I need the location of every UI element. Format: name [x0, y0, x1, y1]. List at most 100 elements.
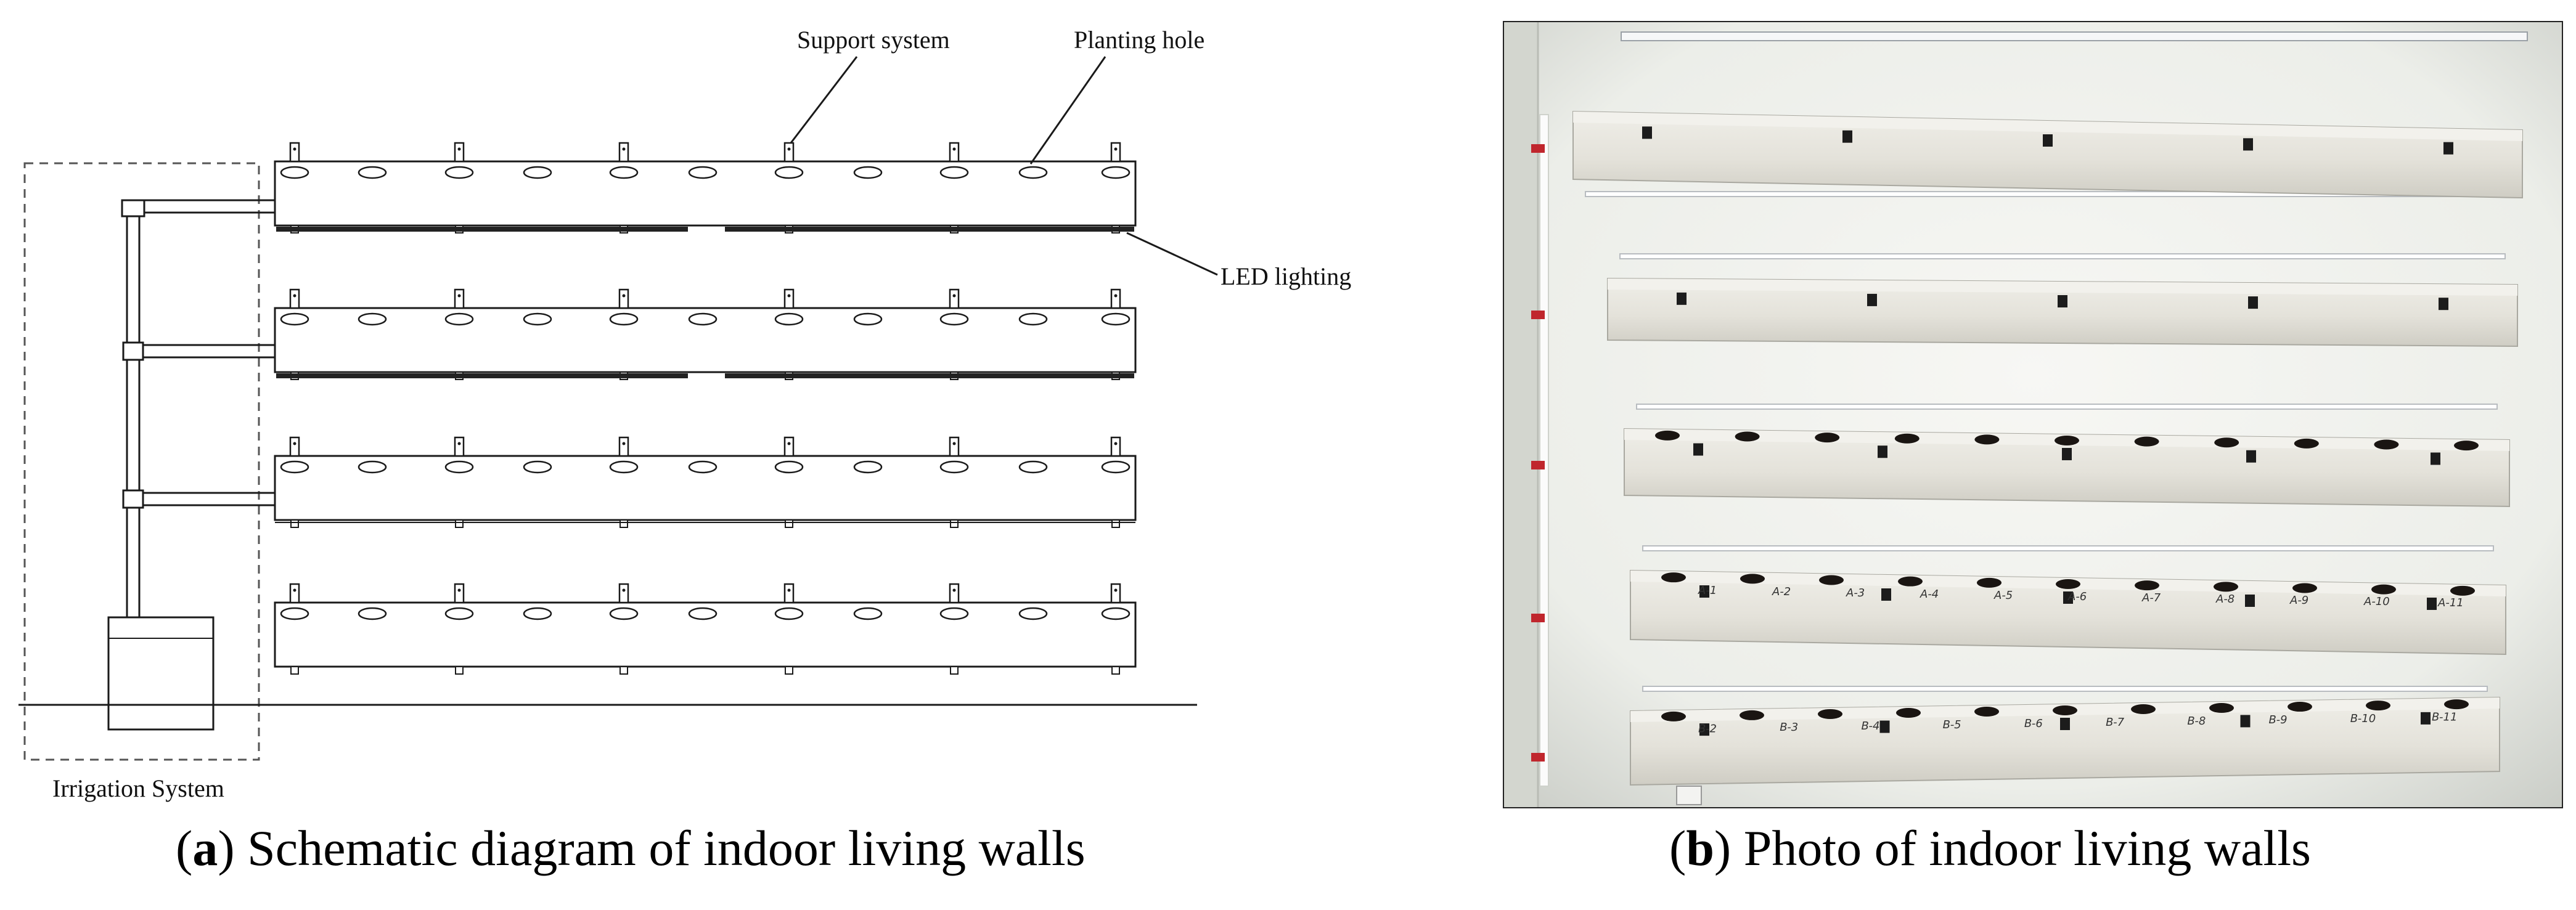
planting-hole	[1018, 607, 1048, 620]
planting-hole	[1815, 433, 1840, 443]
bracket-bolt	[952, 442, 956, 445]
caption-a-text: Schematic diagram of indoor living walls	[234, 820, 1086, 876]
valve-3	[1531, 461, 1545, 469]
planting-hole	[280, 312, 309, 326]
tag-label: B-7	[2106, 716, 2125, 729]
bracket-bolt	[457, 294, 461, 298]
support-bracket-bottom	[619, 666, 628, 675]
support-bracket-bottom	[290, 666, 299, 675]
bracket-bolt	[293, 588, 296, 592]
planting-hole	[939, 312, 969, 326]
caption-b: (b) Photo of indoor living walls	[1669, 820, 2311, 876]
bracket-bolt	[293, 442, 296, 445]
support-bracket	[289, 142, 300, 163]
support-bracket	[949, 288, 960, 309]
photo-trough-3	[1624, 404, 2510, 508]
label-irrigation-system: Irrigation System	[52, 774, 224, 802]
planting-hole	[358, 166, 387, 179]
support-bracket	[289, 583, 300, 604]
support-bracket	[618, 288, 629, 309]
planting-hole	[939, 607, 969, 620]
photo-trough-1	[1572, 110, 2523, 199]
tag-label: B-8	[2187, 715, 2206, 728]
caption-a: (a) Schematic diagram of indoor living w…	[176, 820, 1086, 876]
support-clip	[1699, 723, 1709, 736]
planting-hole	[1735, 431, 1760, 442]
tag-label: A-1	[1698, 584, 1717, 597]
support-clip	[2246, 450, 2256, 463]
tag-label: A-9	[2289, 594, 2308, 607]
label-support-system: Support system	[797, 26, 950, 54]
bracket-bolt	[622, 588, 626, 592]
planting-hole	[2134, 436, 2159, 447]
support-bracket-bottom	[1111, 519, 1120, 528]
planting-hole	[1977, 577, 2002, 588]
planting-hole	[1740, 710, 1764, 720]
support-bracket-bottom	[950, 666, 959, 675]
bracket-bolt	[622, 294, 626, 298]
support-bracket	[783, 142, 795, 163]
support-bracket-bottom	[785, 666, 793, 675]
bracket-bolt	[1114, 442, 1118, 445]
planting-hole	[2294, 438, 2319, 449]
planting-hole	[2366, 701, 2390, 711]
planting-hole	[774, 166, 804, 179]
planting-hole	[1819, 575, 1844, 585]
planting-hole	[688, 166, 718, 179]
planting-hole	[774, 460, 804, 474]
led-bar	[725, 227, 1134, 232]
bracket-bolt	[457, 147, 461, 151]
tag-label: B-4	[1861, 720, 1879, 733]
support-bracket	[949, 142, 960, 163]
tag-label: A-2	[1772, 585, 1791, 598]
planting-hole	[280, 166, 309, 179]
support-bracket	[289, 436, 300, 457]
planting-hole	[444, 607, 474, 620]
support-clip	[1677, 292, 1687, 305]
planting-hole	[1974, 434, 2000, 445]
tag-label: B-10	[2350, 712, 2376, 725]
support-bracket	[949, 583, 960, 604]
planting-hole	[358, 460, 387, 474]
planting-hole	[444, 312, 474, 326]
photo-trough-5	[1630, 686, 2500, 786]
support-bracket	[783, 288, 795, 309]
support-clip	[1642, 126, 1652, 139]
led-bar	[276, 373, 688, 378]
support-clip	[2063, 591, 2073, 604]
bracket-bolt	[1114, 588, 1118, 592]
support-clip	[1879, 720, 1890, 733]
planting-hole	[2055, 436, 2079, 445]
tag-label: B-11	[2432, 711, 2457, 724]
support-clip	[2240, 715, 2251, 728]
tag-label: B-9	[2269, 713, 2288, 726]
support-clip	[1867, 293, 1877, 306]
bracket-bolt	[1114, 147, 1118, 151]
support-bracket	[783, 583, 795, 604]
bracket-bolt	[457, 588, 461, 592]
support-bracket	[454, 583, 465, 604]
planting-hole	[609, 166, 639, 179]
planting-hole	[2374, 439, 2399, 450]
tag-label: A-4	[1920, 588, 1939, 601]
led-bar	[725, 373, 1134, 378]
planting-hole	[609, 607, 639, 620]
support-bracket	[289, 288, 300, 309]
planting-hole	[853, 312, 883, 326]
tag-label: B-5	[1943, 718, 1961, 731]
planting-hole	[1101, 166, 1131, 179]
planting-hole	[688, 312, 718, 326]
planting-hole	[2214, 582, 2238, 592]
schematic-diagram: Support system Planting hole LED lightin…	[18, 26, 1351, 802]
support-bracket	[949, 436, 960, 457]
support-bracket-bottom	[455, 666, 464, 675]
planting-hole	[2292, 583, 2317, 593]
support-clip	[2058, 295, 2067, 307]
planting-hole	[1018, 312, 1048, 326]
bracket-bolt	[787, 588, 791, 592]
support-bracket	[454, 142, 465, 163]
trough-top	[1573, 112, 2522, 141]
planting-hole	[523, 460, 552, 474]
planting-hole	[1896, 707, 1921, 718]
bracket-bolt	[952, 147, 956, 151]
